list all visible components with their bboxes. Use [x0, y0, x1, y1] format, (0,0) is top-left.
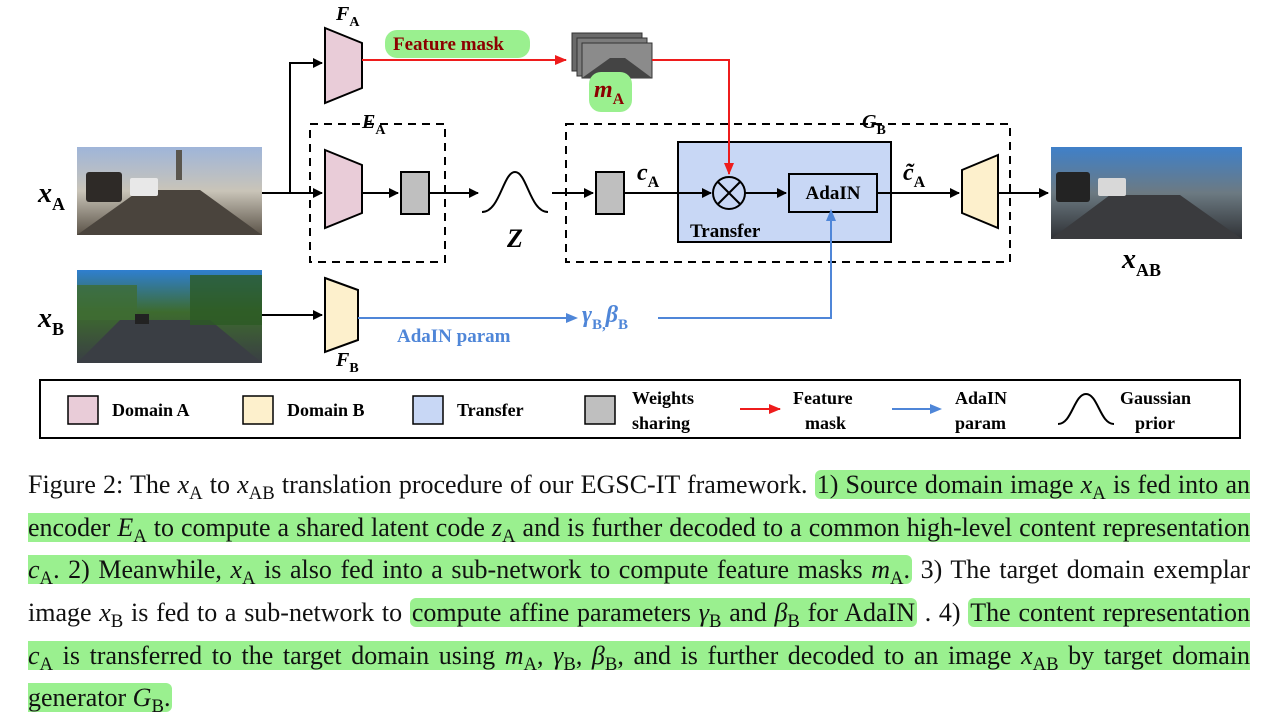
label-ca-tilde: c̃A — [903, 160, 926, 191]
adain-param-arrow-up — [658, 209, 836, 319]
label-fa: FA — [335, 3, 360, 30]
adain-block — [788, 173, 878, 213]
highlight-step-3: compute affine parameters γB and βB for … — [409, 598, 917, 633]
svg-text:Domain B: Domain B — [287, 400, 365, 420]
label-z: Z — [506, 224, 523, 253]
adain-block-label: AdaIN — [806, 183, 861, 204]
encoder-ea-trapezoid — [324, 148, 363, 230]
label-ca: cA — [637, 160, 660, 191]
label-gb: GB — [862, 111, 886, 138]
legend-transfer: Transfer — [412, 395, 524, 425]
framework-diagram: xA xB xAB mA EA GB Transfer AdaIN — [37, 3, 1242, 439]
figure-caption: Figure 2: The xA to xAB translation proc… — [28, 470, 1251, 718]
label-fb: FB — [335, 349, 359, 376]
transfer-label: Transfer — [690, 221, 761, 242]
label-xab: xAB — [1121, 244, 1161, 280]
label-ea: EA — [361, 111, 386, 138]
legend-domain-b: Domain B — [242, 395, 365, 425]
ma-highlight — [589, 72, 632, 112]
svg-text:Domain A: Domain A — [112, 400, 190, 420]
input-image-xa — [77, 147, 262, 235]
fb-subnetwork — [324, 276, 359, 354]
shared-layer-encoder — [400, 171, 430, 215]
flow-arrows — [262, 58, 1049, 320]
shared-layer-generator — [595, 171, 625, 215]
gaussian-curve-icon — [481, 170, 549, 213]
weights-sharing-swatch — [584, 395, 616, 425]
feature-mask-images — [571, 32, 653, 79]
label-ma: mA — [594, 77, 625, 108]
legend-box — [39, 379, 1241, 439]
label-xb: xB — [37, 303, 64, 339]
fa-subnetwork — [324, 26, 363, 105]
feature-mask-highlight — [385, 30, 530, 58]
legend-domain-a: Domain A — [67, 395, 190, 425]
domain-b-swatch — [242, 395, 274, 425]
domain-a-swatch — [67, 395, 99, 425]
transfer-swatch — [412, 395, 444, 425]
label-xa: xA — [37, 178, 65, 214]
feature-mask-label: Feature mask — [393, 34, 504, 55]
svg-text:Transfer: Transfer — [457, 400, 524, 420]
input-image-xb — [77, 270, 262, 363]
output-image-xab — [1051, 147, 1242, 239]
adain-param-label: AdaIN param — [397, 326, 511, 347]
label-gamma-beta: γB,βB — [582, 302, 628, 333]
feature-mask-arrow-down — [652, 59, 734, 175]
gaussian-curve-icon — [1057, 392, 1115, 425]
decoder-trapezoid — [961, 153, 999, 230]
